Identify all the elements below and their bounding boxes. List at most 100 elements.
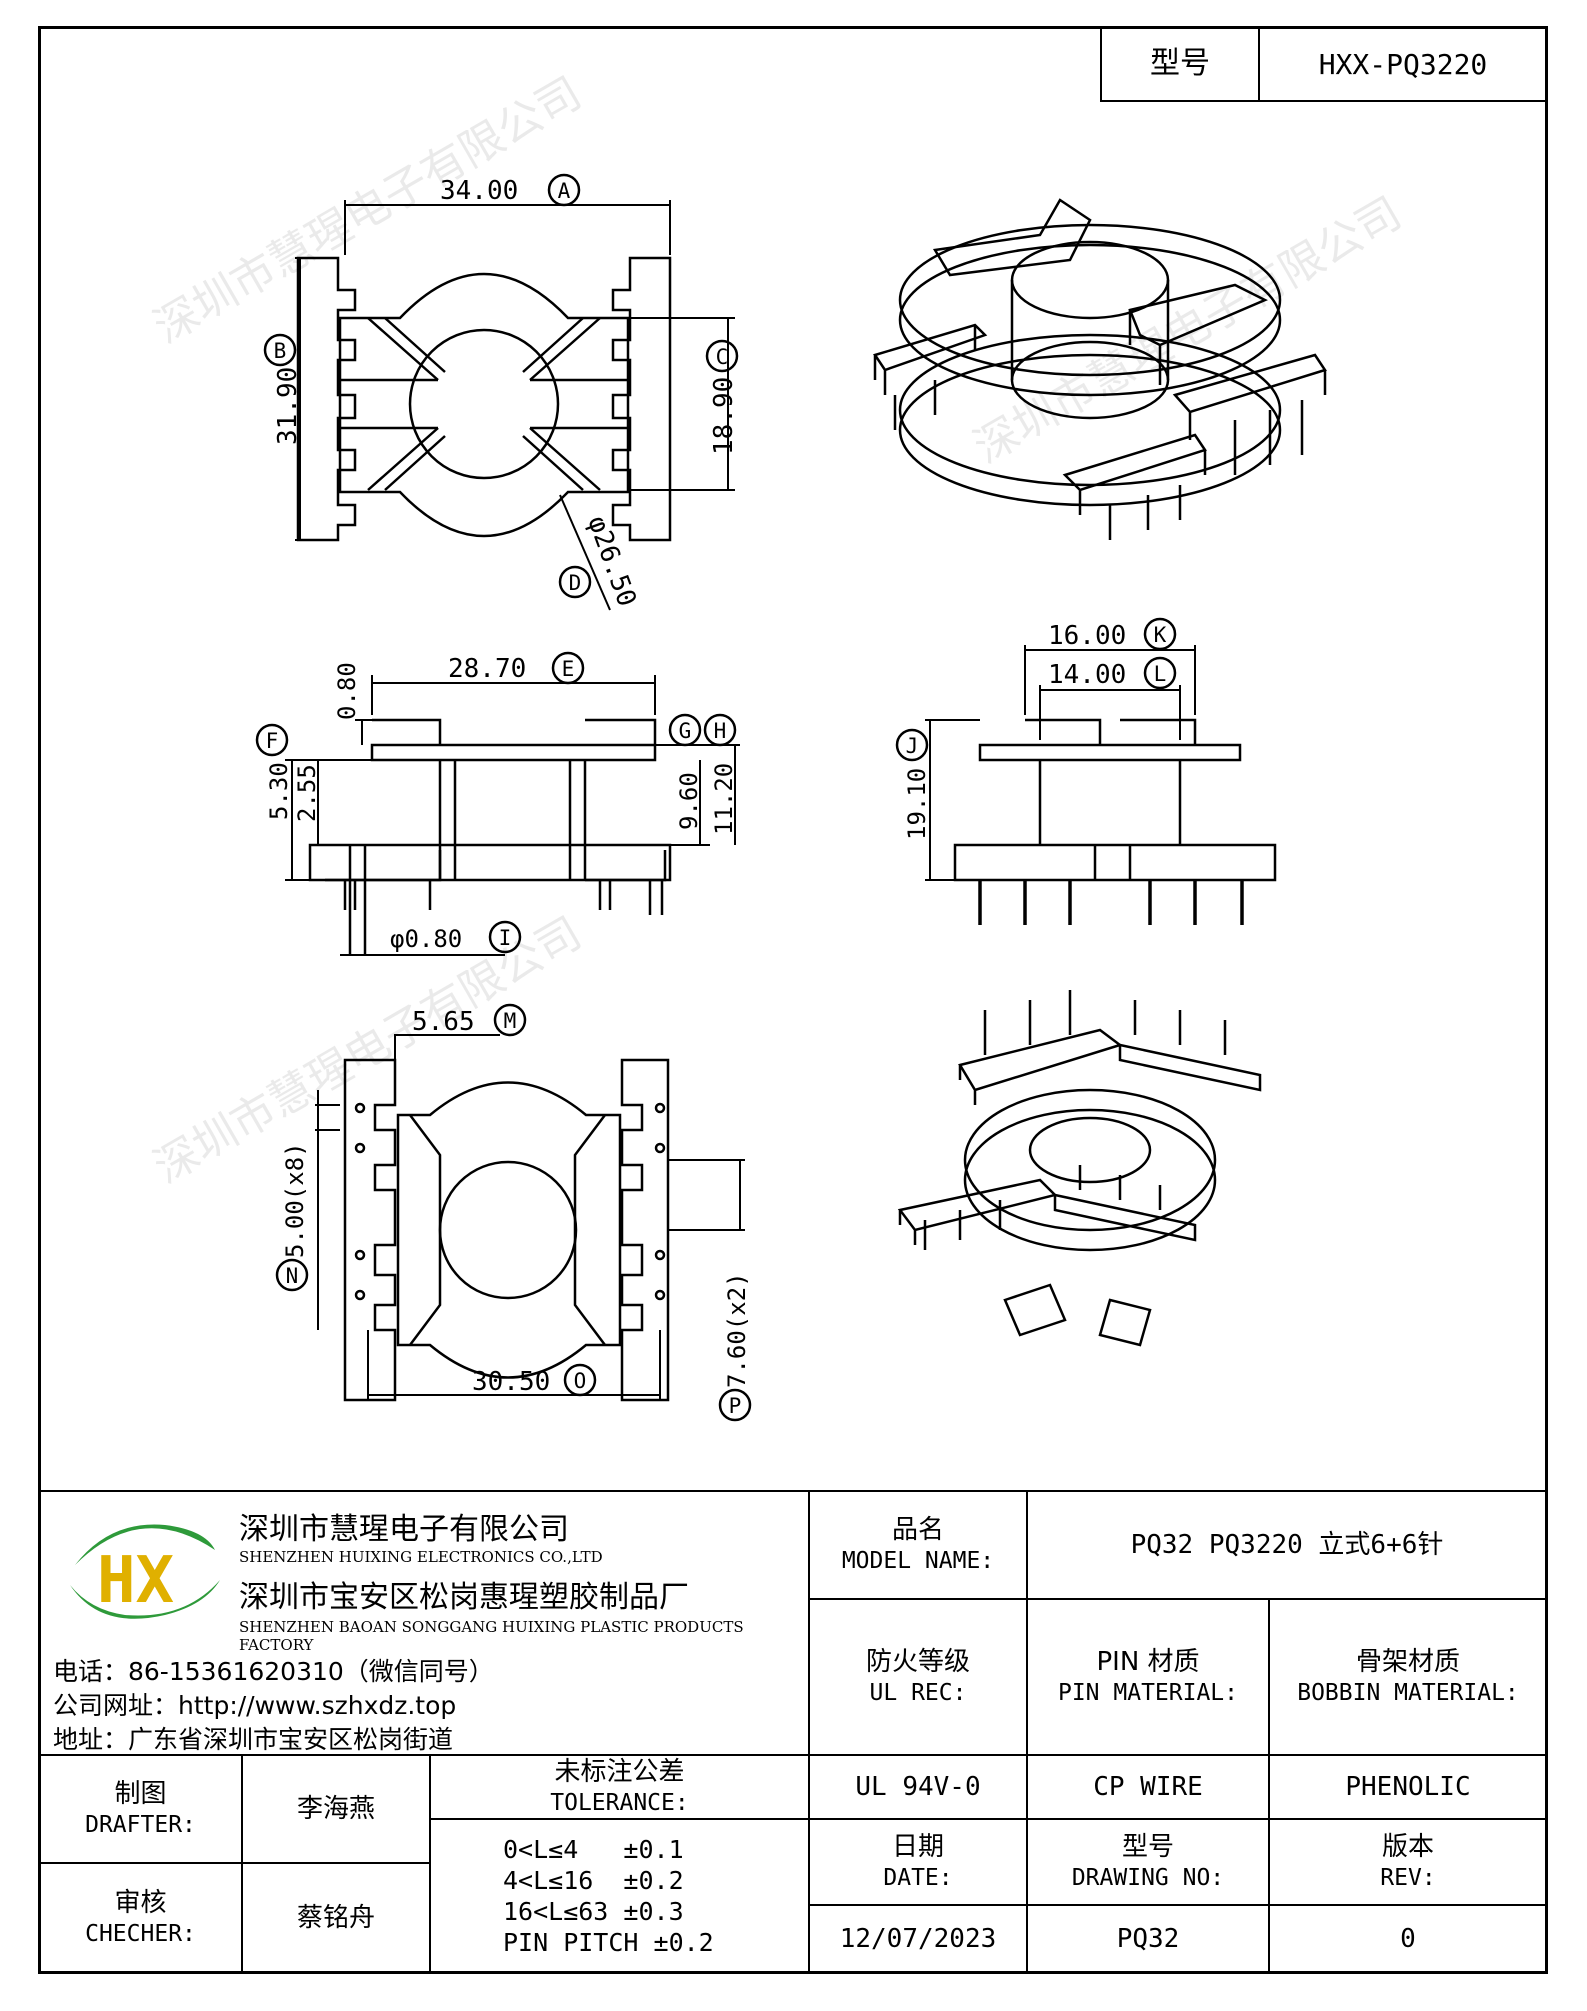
- dim-i-value: φ0.80: [390, 925, 462, 953]
- dim-c-value: 18.90: [709, 377, 739, 455]
- dim-n-value: 5.00(x8): [281, 1142, 309, 1258]
- checker-label-cell: 审核 CHECHER:: [38, 1862, 243, 1974]
- bottom-view: 5.65 M 5.00(x8) N 30.50 O 7.60(x2) P: [275, 1003, 752, 1422]
- dim-f-value: 5.30: [265, 762, 293, 820]
- drawing-no-label-en: DRAWING NO:: [1071, 1864, 1225, 1891]
- header-model-value: HXX-PQ3220: [1318, 47, 1488, 81]
- date-value-cell: 12/07/2023: [808, 1904, 1028, 1974]
- date-label-cell: 日期 DATE:: [808, 1818, 1028, 1906]
- company-name-en: SHENZHEN HUIXING ELECTRONICS CO.,LTD: [239, 1548, 603, 1566]
- drafter-value: 李海燕: [296, 1793, 375, 1824]
- model-name-label-cell: 品名 MODEL NAME:: [808, 1490, 1028, 1600]
- tag-j: J: [906, 734, 919, 758]
- drafter-label-en: DRAFTER:: [85, 1811, 196, 1838]
- checker-label-en: CHECHER:: [85, 1920, 196, 1947]
- ul-value-cell: UL 94V-0: [808, 1754, 1028, 1820]
- technical-drawing: 34.00 A 31.90 B 18.90 C φ26.50 D: [255, 173, 1327, 1422]
- tolerance-line: 0<L≤4 ±0.1: [503, 1834, 684, 1864]
- tag-a: A: [558, 179, 571, 203]
- dim-l-value: 14.00: [1048, 660, 1126, 690]
- model-name-value-cell: PQ32 PQ3220 立式6+6针: [1026, 1490, 1548, 1600]
- pin-value: CP WIRE: [1093, 1771, 1203, 1802]
- dim-o-value: 30.50: [472, 1367, 550, 1397]
- dim-p-value: 7.60(x2): [723, 1272, 751, 1388]
- bobbin-value-cell: PHENOLIC: [1268, 1754, 1548, 1820]
- ul-value: UL 94V-0: [855, 1771, 981, 1802]
- tolerance-line: 4<L≤16 ±0.2: [503, 1865, 684, 1895]
- checker-value: 蔡铭舟: [296, 1902, 375, 1933]
- tolerance-label-en: TOLERANCE:: [550, 1789, 689, 1816]
- header-model-label-cell: 型号: [1100, 26, 1260, 102]
- rev-label-en: REV:: [1380, 1864, 1436, 1891]
- dim-b-value: 31.90: [273, 367, 303, 445]
- rev-label-cn: 版本: [1381, 1832, 1434, 1863]
- company-name-cn: 深圳市慧瑆电子有限公司: [239, 1512, 569, 1547]
- isometric-view-top: [873, 198, 1327, 540]
- date-label-en: DATE:: [883, 1864, 953, 1891]
- tag-p: P: [729, 1394, 742, 1418]
- tolerance-values-cell: 0<L≤4 ±0.1 4<L≤16 ±0.2 16<L≤63 ±0.3 PIN …: [429, 1818, 810, 1974]
- dim-960-value: 9.60: [675, 772, 703, 830]
- company-website: 公司网址：http://www.szhxdz.top: [53, 1691, 457, 1720]
- tag-g: G: [679, 719, 692, 743]
- tag-f: F: [266, 729, 279, 753]
- bobbin-label-en: BOBBIN MATERIAL:: [1297, 1679, 1519, 1706]
- tag-i: I: [499, 926, 512, 950]
- dim-255-value: 2.55: [293, 764, 321, 822]
- tolerance-label-cell: 未标注公差 TOLERANCE:: [429, 1754, 810, 1820]
- company-address: 地址：广东省深圳市宝安区松岗街道: [53, 1725, 454, 1754]
- drawing-no-value: PQ32: [1116, 1923, 1180, 1954]
- ul-label-en: UL REC:: [869, 1679, 967, 1706]
- tag-h: H: [714, 719, 727, 743]
- bobbin-label-cn: 骨架材质: [1355, 1647, 1460, 1678]
- tag-e: E: [562, 657, 575, 681]
- rev-value-cell: 0: [1268, 1904, 1548, 1974]
- ul-label-cell: 防火等级 UL REC:: [808, 1598, 1028, 1756]
- factory-name-cn: 深圳市宝安区松岗惠瑆塑胶制品厂: [239, 1580, 689, 1615]
- drafter-label-cn: 制图: [114, 1779, 167, 1810]
- date-value: 12/07/2023: [839, 1923, 997, 1954]
- header-model-label: 型号: [1150, 46, 1210, 82]
- isometric-view-bottom: [897, 990, 1262, 1347]
- dim-m-value: 5.65: [412, 1007, 475, 1037]
- model-name-label-en: MODEL NAME:: [841, 1547, 995, 1574]
- tag-m: M: [504, 1009, 517, 1033]
- front-view: 16.00 K 14.00 L 19.10 J: [895, 617, 1277, 925]
- company-logo: HX: [55, 1510, 225, 1630]
- dim-e-value: 28.70: [448, 654, 526, 684]
- dim-j-value: 19.10: [903, 768, 931, 840]
- dim-d-value: φ26.50: [581, 512, 641, 611]
- pin-label-en: PIN MATERIAL:: [1057, 1679, 1238, 1706]
- bobbin-label-cell: 骨架材质 BOBBIN MATERIAL:: [1268, 1598, 1548, 1756]
- drawing-no-value-cell: PQ32: [1026, 1904, 1270, 1974]
- drafter-label-cell: 制图 DRAFTER:: [38, 1754, 243, 1864]
- ul-label-cn: 防火等级: [865, 1647, 970, 1678]
- pin-label-cn: PIN 材质: [1096, 1647, 1200, 1678]
- checker-value-cell: 蔡铭舟: [241, 1862, 431, 1974]
- tag-o: O: [574, 1369, 587, 1393]
- tolerance-line: 16<L≤63 ±0.3: [503, 1897, 684, 1926]
- side-view: 28.70 E 0.80 5.30 F 2.55 G H 9.60 11.20 …: [255, 651, 740, 956]
- logo-icon: HX: [70, 1524, 220, 1619]
- header-model-value-cell: HXX-PQ3220: [1258, 26, 1548, 102]
- tolerance-label-cn: 未标注公差: [554, 1757, 685, 1788]
- date-label-cn: 日期: [891, 1832, 944, 1863]
- tag-n: N: [286, 1264, 299, 1288]
- dim-a-value: 34.00: [440, 176, 518, 206]
- dim-080-value: 0.80: [333, 662, 361, 720]
- checker-label-cn: 审核: [114, 1888, 167, 1919]
- tag-l: L: [1154, 662, 1167, 686]
- pin-value-cell: CP WIRE: [1026, 1754, 1270, 1820]
- logo-letters: HX: [97, 1544, 174, 1618]
- tag-b: B: [274, 339, 287, 363]
- pin-label-cell: PIN 材质 PIN MATERIAL:: [1026, 1598, 1270, 1756]
- dim-k-value: 16.00: [1048, 621, 1126, 651]
- drawing-no-label-cell: 型号 DRAWING NO:: [1026, 1818, 1270, 1906]
- company-info-block: HX 深圳市慧瑆电子有限公司 SHENZHEN HUIXING ELECTRON…: [38, 1490, 810, 1756]
- drawing-no-label-cn: 型号: [1121, 1832, 1174, 1863]
- factory-name-en: SHENZHEN BAOAN SONGGANG HUIXING PLASTIC …: [239, 1618, 744, 1654]
- model-name-value: PQ32 PQ3220 立式6+6针: [1130, 1529, 1444, 1560]
- dim-1120-value: 11.20: [710, 763, 738, 835]
- drafter-value-cell: 李海燕: [241, 1754, 431, 1864]
- model-name-label-cn: 品名: [891, 1515, 944, 1546]
